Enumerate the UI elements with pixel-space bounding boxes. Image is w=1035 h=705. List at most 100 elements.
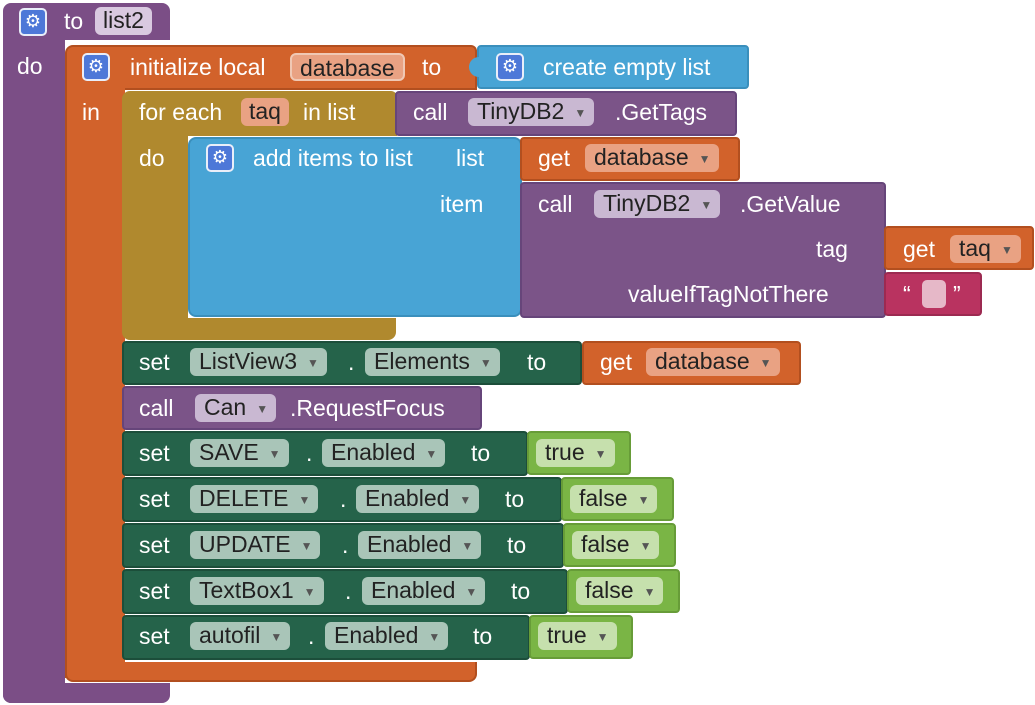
procedure-bottom <box>3 683 170 703</box>
set-textbox-component-dropdown[interactable]: TextBox1 ▼ <box>190 577 324 605</box>
set-textbox-value-text: false <box>585 577 634 603</box>
text-close-quote: ” <box>953 281 961 307</box>
dropdown-arrow-icon: ▼ <box>256 402 269 416</box>
get-value-default-label: valueIfTagNotThere <box>628 281 829 307</box>
set-textbox-value-dropdown[interactable]: false ▼ <box>576 577 664 605</box>
set-listview-component-text: ListView3 <box>199 348 298 374</box>
set-listview-component-dropdown[interactable]: ListView3▼ <box>190 348 327 376</box>
set-save-set-label: set <box>139 440 170 466</box>
set-autofil-value-dropdown[interactable]: true ▼ <box>538 622 617 650</box>
get-tags-component-text: TinyDB2 <box>477 98 565 124</box>
set-autofil-set-label: set <box>139 623 170 649</box>
get-value-block[interactable] <box>520 182 886 318</box>
create-list-socket <box>469 57 479 77</box>
add-items-block[interactable] <box>188 137 522 317</box>
dropdown-arrow-icon: ▼ <box>643 585 656 599</box>
init-local-to-label: to <box>422 54 442 80</box>
init-local-block[interactable] <box>65 45 477 90</box>
set-delete-component-dropdown[interactable]: DELETE ▼ <box>190 485 319 513</box>
set-textbox-component-text: TextBox1 <box>199 577 294 603</box>
set-update-set-label: set <box>139 532 170 558</box>
set-autofil-property-text: Enabled <box>334 622 419 648</box>
dropdown-arrow-icon: ▼ <box>459 493 472 507</box>
procedure-name-field[interactable]: list2 <box>95 7 152 35</box>
dropdown-arrow-icon: ▼ <box>596 630 609 644</box>
request-focus-block[interactable] <box>122 386 482 430</box>
set-textbox-property-text: Enabled <box>371 577 456 603</box>
set-save-component-text: SAVE <box>199 439 259 465</box>
request-focus-call-label: call <box>139 395 174 421</box>
set-save-component-dropdown[interactable]: SAVE ▼ <box>190 439 289 467</box>
set-delete-set-label: set <box>139 486 170 512</box>
get-tags-method-label: .GetTags <box>615 99 708 125</box>
add-items-list-label: list <box>456 145 485 171</box>
get-value-call-label: call <box>538 191 573 217</box>
text-empty-field[interactable] <box>922 280 946 308</box>
set-delete-component-text: DELETE <box>199 485 289 511</box>
text-open-quote: “ <box>903 281 911 307</box>
set-save-property-dropdown[interactable]: Enabled▼ <box>322 439 446 467</box>
add-items-item-label: item <box>440 191 484 217</box>
set-autofil-value-text: true <box>547 622 587 648</box>
get-tags-component-dropdown[interactable]: TinyDB2▼ <box>468 98 595 126</box>
get-value-component-text: TinyDB2 <box>603 190 691 216</box>
for-each-var-field[interactable]: taq <box>241 98 289 126</box>
dropdown-arrow-icon: ▼ <box>268 447 281 461</box>
set-delete-dot: . <box>340 486 347 512</box>
procedure-gear-icon[interactable]: ⚙ <box>19 8 47 36</box>
dropdown-arrow-icon: ▼ <box>270 630 283 644</box>
get-taq-var-dropdown[interactable]: taq▼ <box>950 235 1021 263</box>
request-focus-component-dropdown[interactable]: Can ▼ <box>195 394 277 422</box>
for-each-spine <box>122 134 188 326</box>
get-value-tag-label: tag <box>816 236 848 262</box>
set-update-value-dropdown[interactable]: false ▼ <box>572 531 660 559</box>
set-delete-property-dropdown[interactable]: Enabled▼ <box>356 485 480 513</box>
set-textbox-property-dropdown[interactable]: Enabled▼ <box>362 577 486 605</box>
get-database-get-label: get <box>538 145 570 171</box>
for-each-in-list-label: in list <box>303 99 356 125</box>
set-update-value-text: false <box>581 531 630 557</box>
set-update-component-dropdown[interactable]: UPDATE▼ <box>190 531 321 559</box>
get-taq-get-label: get <box>903 236 935 262</box>
set-update-property-dropdown[interactable]: Enabled▼ <box>358 531 482 559</box>
request-focus-method-label: .RequestFocus <box>290 395 445 421</box>
set-textbox-dot: . <box>345 578 352 604</box>
set-listview-set-label: set <box>139 349 170 375</box>
set-delete-value-text: false <box>579 485 628 511</box>
dropdown-arrow-icon: ▼ <box>303 585 316 599</box>
init-local-var-field[interactable]: database <box>290 53 405 81</box>
set-autofil-component-dropdown[interactable]: autofil▼ <box>190 622 291 650</box>
set-save-dot: . <box>306 440 313 466</box>
request-focus-component-text: Can <box>204 394 247 420</box>
set-listview-to-label: to <box>527 349 547 375</box>
set-textbox-set-label: set <box>139 578 170 604</box>
dropdown-arrow-icon: ▼ <box>479 356 492 370</box>
set-delete-to-label: to <box>505 486 525 512</box>
get-database-2-get-label: get <box>600 349 632 375</box>
get-value-component-dropdown[interactable]: TinyDB2▼ <box>594 190 721 218</box>
create-list-gear-icon[interactable]: ⚙ <box>496 53 524 81</box>
init-local-spine <box>65 88 125 678</box>
procedure-to-label: to <box>64 8 84 34</box>
set-textbox-to-label: to <box>511 578 531 604</box>
init-local-gear-icon[interactable]: ⚙ <box>82 53 110 81</box>
set-update-block[interactable] <box>122 523 564 568</box>
get-tags-call-label: call <box>413 99 448 125</box>
procedure-body-spine <box>3 38 65 703</box>
procedure-do-label: do <box>17 53 43 79</box>
add-items-gear-icon[interactable]: ⚙ <box>206 144 234 172</box>
set-autofil-to-label: to <box>473 623 493 649</box>
set-delete-value-dropdown[interactable]: false▼ <box>570 485 658 513</box>
dropdown-arrow-icon: ▼ <box>298 493 311 507</box>
set-update-component-text: UPDATE <box>199 531 291 557</box>
set-listview-property-text: Elements <box>374 348 470 374</box>
get-database-var-dropdown[interactable]: database▼ <box>585 144 719 172</box>
init-local-bottom <box>65 662 477 682</box>
dropdown-arrow-icon: ▼ <box>461 539 474 553</box>
dropdown-arrow-icon: ▼ <box>639 539 652 553</box>
set-save-value-dropdown[interactable]: true▼ <box>536 439 615 467</box>
set-autofil-property-dropdown[interactable]: Enabled▼ <box>325 622 449 650</box>
dropdown-arrow-icon: ▼ <box>698 152 711 166</box>
set-listview-property-dropdown[interactable]: Elements ▼ <box>365 348 500 376</box>
get-database-2-var-dropdown[interactable]: database▼ <box>646 348 780 376</box>
